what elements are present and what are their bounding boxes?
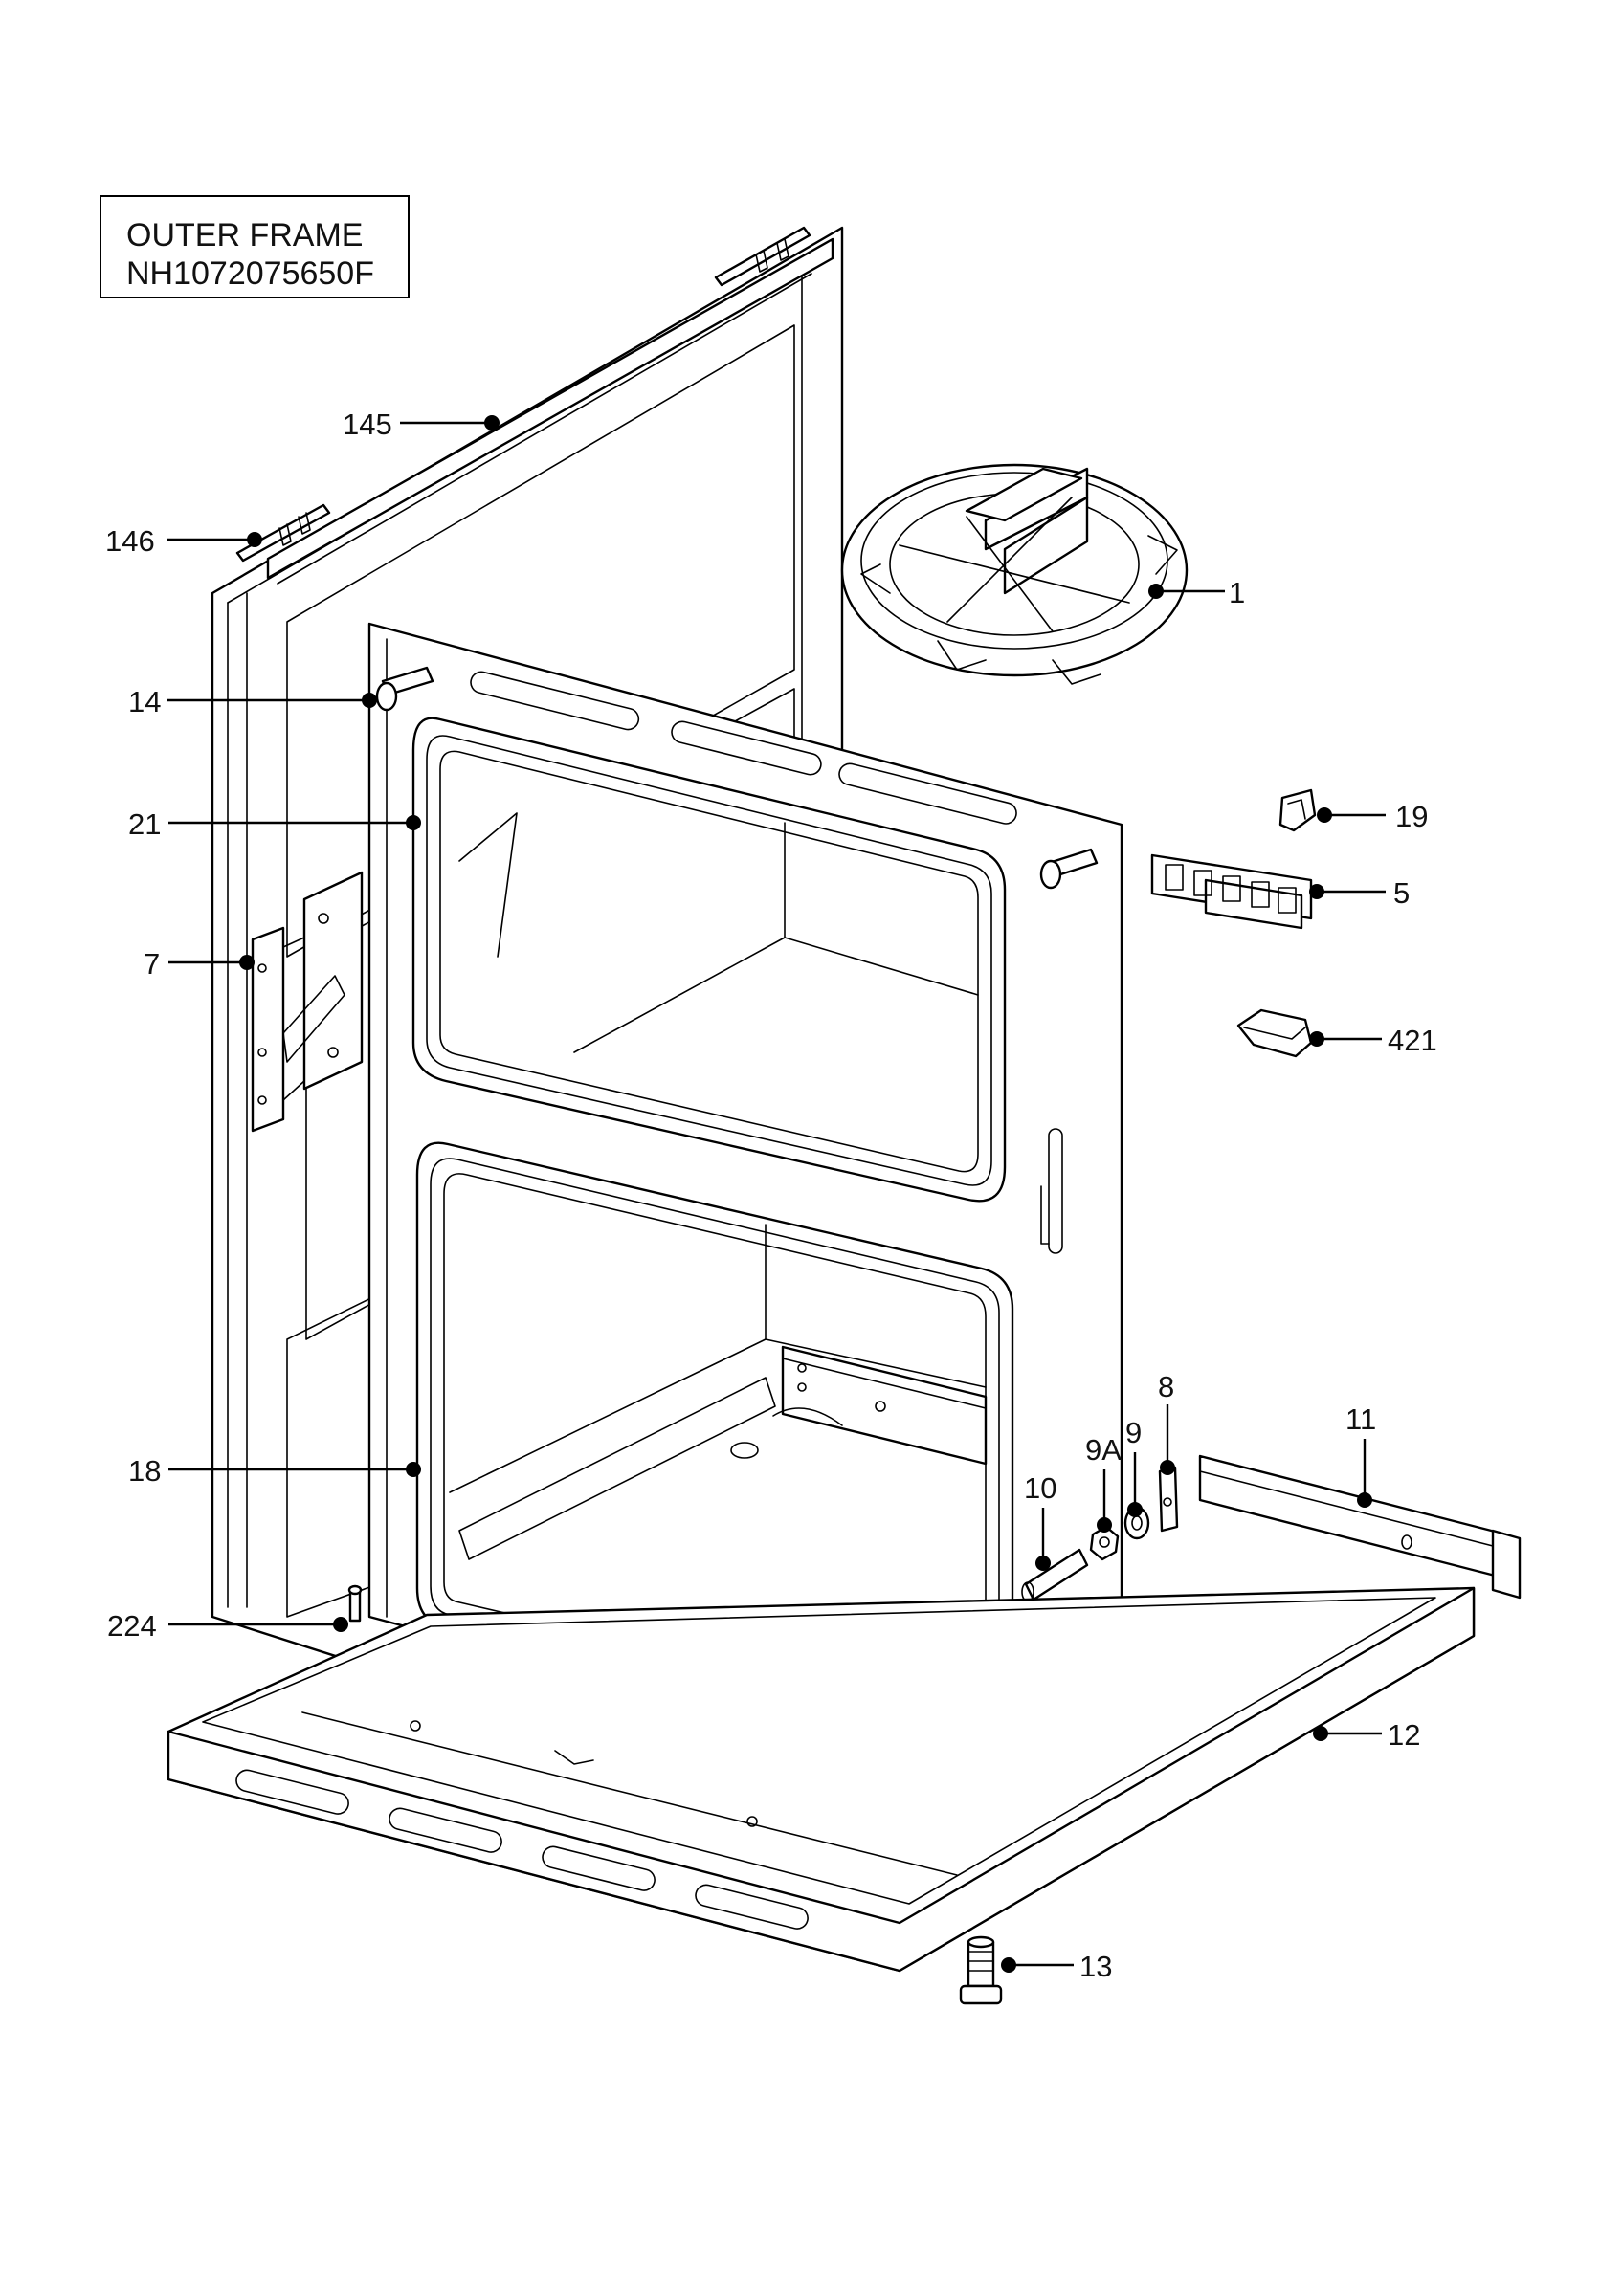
callout-label: 11 (1345, 1402, 1376, 1436)
title-line-2: NH1072075650F (126, 255, 374, 292)
plate-8 (1158, 1466, 1179, 1533)
callout-12: 12 (1313, 1718, 1420, 1752)
callout-9A: 9A (1085, 1433, 1122, 1533)
callout-10: 10 (1024, 1471, 1056, 1571)
callout-1: 1 (1148, 576, 1245, 609)
callout-label: 5 (1393, 876, 1410, 910)
callout-5: 5 (1309, 876, 1410, 910)
callout-21: 21 (128, 807, 421, 841)
adjustable-foot-13 (959, 1935, 1003, 2005)
callout-label: 145 (343, 408, 392, 441)
top-bracket-right (714, 226, 812, 287)
clip-19 (1278, 788, 1317, 832)
callout-label: 19 (1395, 800, 1428, 833)
pin-14-right (1039, 848, 1099, 890)
callout-label: 146 (105, 524, 155, 558)
cross-support-bar (772, 1345, 988, 1466)
callout-label: 224 (107, 1609, 157, 1643)
callout-18: 18 (128, 1454, 421, 1488)
callout-label: 421 (1388, 1024, 1437, 1057)
pin-14-left (375, 666, 434, 712)
callout-145: 145 (343, 408, 500, 441)
callout-8: 8 (1158, 1370, 1175, 1475)
callout-label: 13 (1079, 1950, 1112, 1983)
callout-label: 18 (128, 1454, 161, 1488)
callout-label: 1 (1229, 576, 1245, 609)
callout-224: 224 (107, 1609, 348, 1643)
fan-assembly-1 (840, 463, 1189, 685)
callout-label: 9 (1125, 1416, 1142, 1449)
callout-14: 14 (128, 685, 377, 718)
callout-label: 9A (1085, 1433, 1122, 1467)
callout-13: 13 (1001, 1950, 1112, 1983)
callout-146: 146 (105, 524, 262, 558)
callout-label: 12 (1388, 1718, 1420, 1752)
stud-224 (347, 1584, 363, 1623)
callout-11: 11 (1345, 1402, 1376, 1508)
callout-9: 9 (1125, 1416, 1143, 1517)
title-block: OUTER FRAME NH1072075650F (100, 195, 410, 298)
hinge-bracket-7 (251, 871, 364, 1133)
callout-19: 19 (1317, 800, 1428, 833)
top-bracket-146 (235, 503, 331, 563)
callout-label: 10 (1024, 1471, 1056, 1505)
base-tray-12 (167, 1586, 1476, 1973)
callout-7: 7 (144, 947, 255, 981)
callout-label: 14 (128, 685, 161, 718)
side-rail-11 (1198, 1454, 1522, 1600)
callout-label: 8 (1158, 1370, 1174, 1403)
terminal-block-5 (1150, 853, 1313, 930)
title-line-1: OUTER FRAME (126, 217, 364, 254)
upper-oven-door-seal (411, 717, 1007, 1203)
callout-label: 21 (128, 807, 161, 841)
callout-421: 421 (1309, 1024, 1437, 1057)
callout-label: 7 (144, 947, 160, 981)
part-421 (1236, 1008, 1313, 1058)
